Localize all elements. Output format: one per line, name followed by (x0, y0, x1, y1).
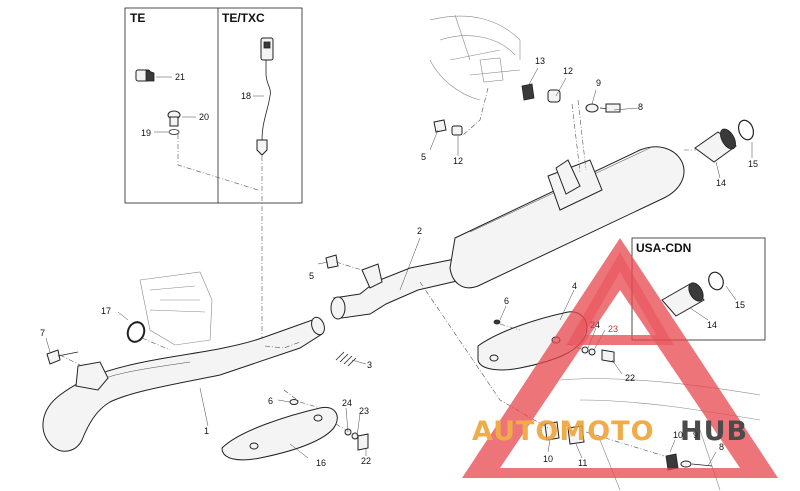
hardware-left (46, 254, 501, 405)
spark-arrestor-part-14 (694, 128, 737, 163)
callout-5-top: 5 (421, 152, 426, 162)
callout-12-mid: 12 (453, 156, 463, 166)
callout-6-right: 6 (504, 296, 509, 306)
hardware-top (433, 83, 621, 136)
callout-15-top: 15 (748, 159, 758, 169)
watermark-triangle-icon (462, 238, 778, 478)
callout-21: 21 (175, 72, 185, 82)
callouts: 1 2 3 4 5 5 6 6 7 8 8 9 9 10 10 11 12 12… (40, 56, 758, 468)
silencer-body (449, 146, 685, 289)
callout-11: 11 (578, 458, 587, 468)
callout-13: 13 (535, 56, 545, 66)
callout-8-bottom: 8 (719, 442, 724, 452)
heat-shield-part-16 (221, 406, 338, 461)
callout-23-left: 23 (359, 406, 369, 416)
callout-5-left: 5 (309, 271, 314, 281)
callout-23-right: 23 (608, 324, 618, 334)
callout-19: 19 (141, 128, 151, 138)
inset-te-txc: TE TE/TXC (124, 7, 303, 204)
callout-17: 17 (101, 306, 111, 316)
callout-22-right: 22 (625, 373, 635, 383)
callout-7: 7 (40, 328, 45, 338)
frame-sketch-top (429, 14, 521, 101)
inset-usa-cdn: USA-CDN (631, 237, 766, 341)
alignment-dashes (59, 87, 696, 457)
header-pipe-part-1 (42, 316, 325, 452)
callout-15-usa: 15 (735, 300, 745, 310)
spark-arrestor-usa-part-14 (661, 282, 705, 317)
gasket-part-17 (126, 321, 146, 343)
plug-part-21 (135, 69, 155, 82)
callout-22-left: 22 (361, 456, 371, 466)
callout-1: 1 (204, 426, 209, 436)
callout-20: 20 (199, 112, 209, 122)
callout-18: 18 (241, 91, 251, 101)
inset-label-te: TE (130, 11, 145, 25)
callout-12-top: 12 (563, 66, 573, 76)
callout-3: 3 (367, 360, 372, 370)
inset-label-usa-cdn: USA-CDN (636, 241, 691, 255)
mid-pipe-part-2 (330, 257, 471, 320)
washer-part-19 (168, 129, 180, 135)
callout-9-bottom: 9 (693, 430, 698, 440)
callout-8-top: 8 (638, 102, 643, 112)
clamp-usa-part-15 (708, 271, 724, 291)
leader-lines (45, 67, 753, 467)
callout-10-right: 10 (673, 430, 683, 440)
watermark-text-hub: HUB (680, 416, 748, 447)
callout-9-top: 9 (596, 78, 601, 88)
leader-inset-te (177, 134, 259, 191)
sensor-cable-part-18 (256, 37, 274, 156)
frame-sketch-bottom-right (559, 378, 761, 491)
callout-14-top: 14 (716, 178, 726, 188)
callout-4: 4 (572, 281, 577, 291)
frame-sketch-left (139, 271, 213, 346)
callout-10-left: 10 (543, 454, 553, 464)
watermark-logo: AUTOMOTO HUB (462, 238, 778, 478)
callout-14-usa: 14 (707, 320, 717, 330)
hardware-bottom (344, 346, 713, 471)
bolt-part-20 (167, 110, 181, 127)
watermark-text-automoto: AUTOMOTO (472, 416, 655, 447)
callout-2: 2 (417, 226, 422, 236)
clamp-part-15 (737, 119, 755, 141)
callout-24-left: 24 (342, 398, 352, 408)
callout-6-left: 6 (268, 396, 273, 406)
callout-16: 16 (316, 458, 326, 468)
inset-label-te-txc: TE/TXC (222, 11, 265, 25)
